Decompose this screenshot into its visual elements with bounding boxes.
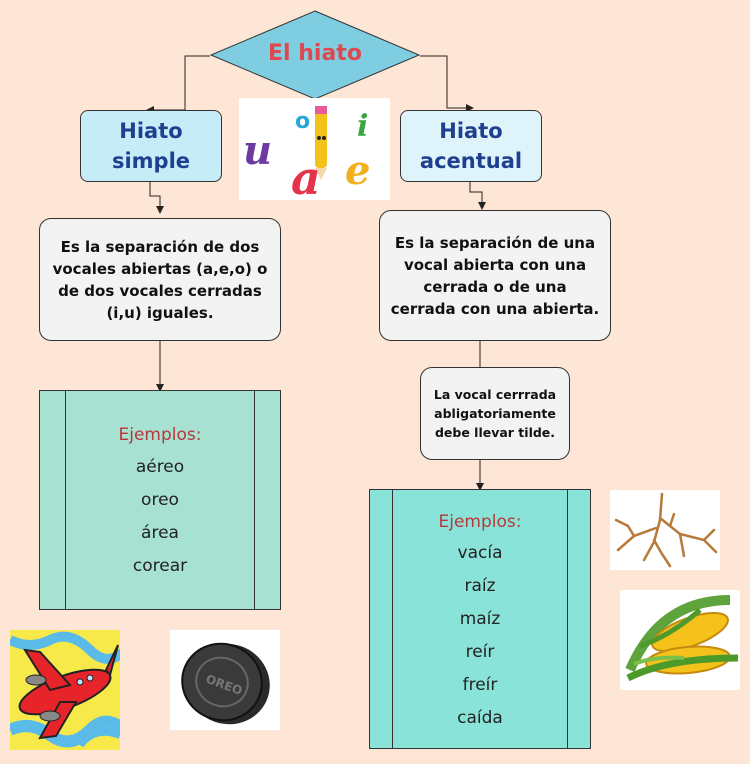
examples-list-simple: aéreo oreo área corear [40, 451, 280, 583]
heading-acentual-line1: Hiato [439, 119, 503, 143]
definition-hiato-simple: Es la separación de dos vocales abiertas… [39, 218, 281, 341]
example-item: caída [457, 708, 503, 728]
example-item: raíz [464, 576, 496, 596]
examples-list-acentual: vacía raíz maíz reír freír caída [370, 537, 590, 735]
definition-acentual-text: Es la separación de una vocal abierta co… [390, 233, 600, 318]
heading-simple-line1: Hiato [119, 119, 183, 143]
vowel-o: o [295, 109, 310, 134]
heading-hiato-simple: Hiato simple [80, 110, 222, 182]
definition-hiato-acentual: Es la separación de una vocal abierta co… [379, 210, 611, 341]
example-item: aéreo [135, 457, 185, 477]
examples-panel-acentual: Ejemplos: vacía raíz maíz reír freír caí… [369, 489, 591, 749]
heading-simple-line2: simple [111, 149, 191, 173]
note-text: La vocal cerrrada abligatoriamente debe … [433, 387, 557, 440]
example-item: maíz [459, 609, 501, 629]
connector-simple-def [149, 180, 164, 214]
note-tilde: La vocal cerrrada abligatoriamente debe … [420, 367, 570, 460]
vowel-i: i [357, 109, 368, 144]
example-item: área [141, 523, 179, 543]
vowels-illustration: u o i a e [239, 98, 390, 200]
heading-hiato-acentual: Hiato acentual [400, 110, 542, 182]
connector-acentual-def [469, 180, 486, 210]
examples-label-acentual: Ejemplos: [438, 512, 522, 532]
examples-panel-simple: Ejemplos: aéreo oreo área corear [39, 390, 281, 610]
page-title: El hiato [268, 41, 362, 66]
connector-title-right [420, 55, 474, 112]
panel-simple-inner [65, 391, 255, 609]
example-item: freír [462, 675, 498, 695]
airplane-illustration [10, 630, 120, 750]
panel-acentual-inner [392, 490, 568, 748]
vowel-a: a [291, 151, 321, 200]
vowel-u: u [243, 127, 272, 174]
example-item: corear [132, 556, 188, 576]
roots-illustration [610, 490, 720, 570]
corn-illustration [620, 590, 740, 690]
connector-title-left [146, 55, 210, 114]
example-item: oreo [141, 490, 179, 510]
example-item: vacía [457, 543, 503, 563]
vowel-e: e [345, 147, 370, 194]
example-item: reír [465, 642, 495, 662]
heading-acentual-line2: acentual [419, 149, 523, 173]
definition-simple-text: Es la separación de dos vocales abiertas… [52, 237, 268, 322]
examples-label-simple: Ejemplos: [118, 425, 202, 445]
oreo-cookie-illustration: OREO [170, 630, 280, 730]
